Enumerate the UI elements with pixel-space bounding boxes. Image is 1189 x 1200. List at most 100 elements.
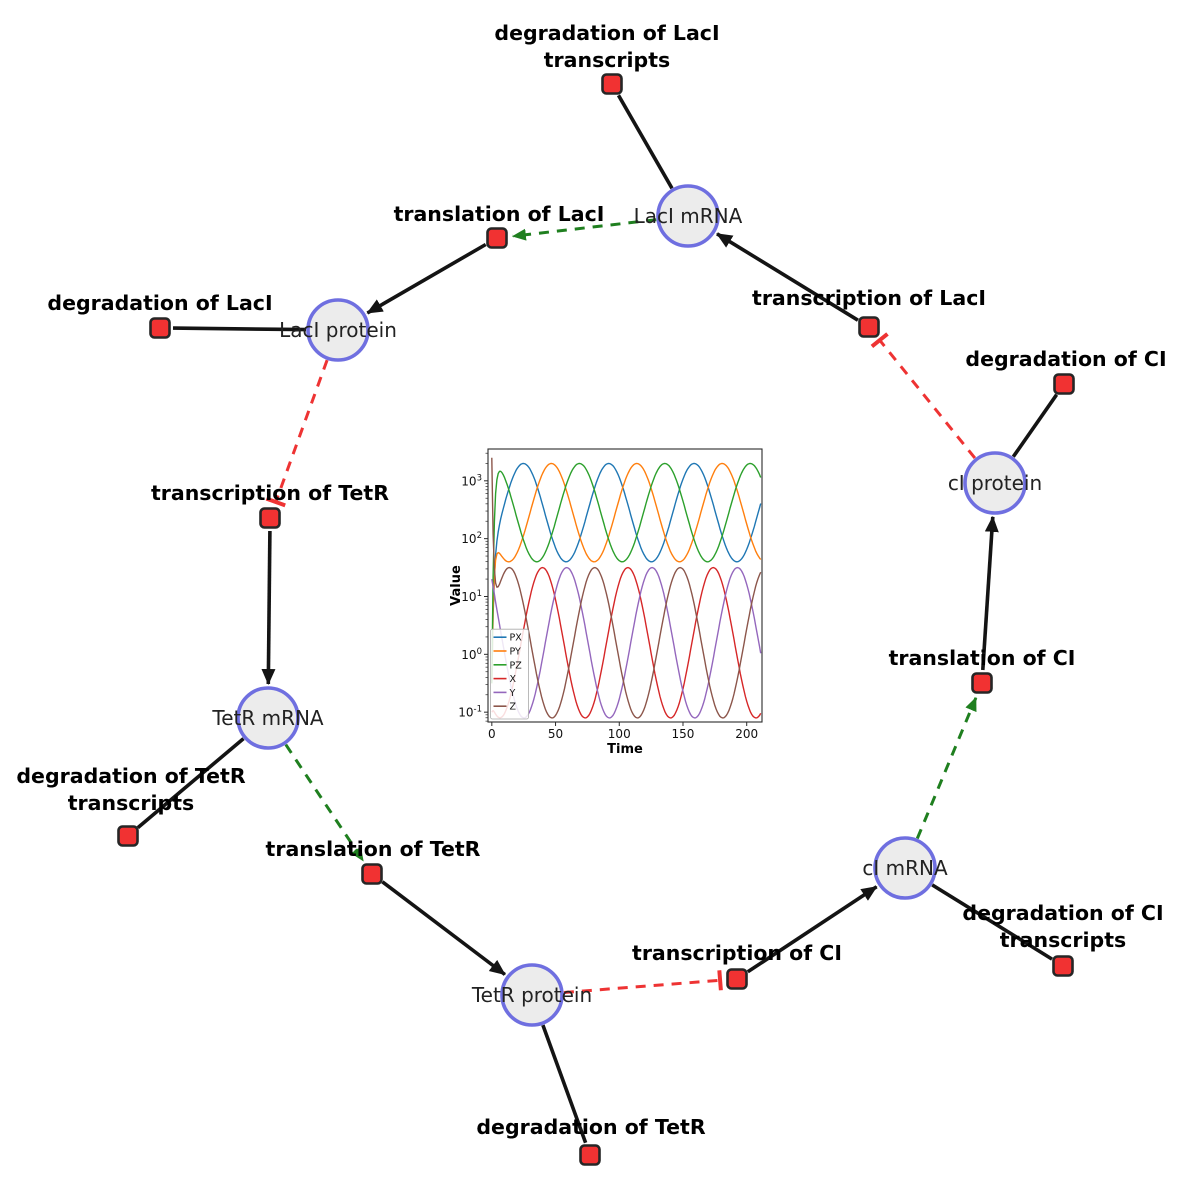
reaction-node-transl_tetr: translation of TetR [266, 837, 481, 885]
reaction-square-deg_tetr_tx [117, 825, 139, 847]
legend-label-Z: Z [510, 702, 517, 713]
chart-plot-area [488, 449, 762, 722]
species-circle-laci_mrna [656, 184, 720, 248]
reaction-label-transl_laci-line0: translation of LacI [394, 202, 605, 226]
series-line-PY [491, 462, 762, 684]
chart-x-ticklabel-3: 150 [672, 727, 695, 741]
chart-y-ticklabel-1: 102 [461, 531, 482, 546]
edge-consumption-laci_mrna-deg_laci_tx [616, 94, 674, 190]
species-circle-tetr_protein [500, 963, 564, 1027]
species-node-tetr_mrna: TetR mRNA [211, 686, 324, 750]
edge-modifier-tetr_mrna-transl_tetr [284, 743, 365, 862]
reaction-label-deg_laci_tx-line1: transcripts [544, 48, 671, 72]
nodes-layer: degradation of LacI transcripts translatio… [16, 21, 1167, 1166]
reaction-square-deg_ci_tx [1052, 955, 1074, 977]
reaction-square-transl_tetr [361, 863, 383, 885]
edge-production-transc_tetr-tetr_mrna [261, 530, 276, 685]
reaction-label-deg_laci_tx-line0: degradation of LacI [494, 21, 719, 45]
species-label-laci_mrna: LacI mRNA [634, 204, 743, 228]
edge-production-transc_ci-ci_mrna [746, 885, 878, 974]
reaction-square-deg_laci [149, 317, 171, 339]
series-line-PZ [491, 462, 762, 684]
reaction-square-transl_ci [971, 672, 993, 694]
reaction-square-transl_laci [486, 227, 508, 249]
species-node-ci_protein: cI protein [948, 451, 1042, 515]
species-node-tetr_protein: TetR protein [471, 963, 592, 1027]
species-node-ci_mrna: cI mRNA [862, 836, 948, 900]
species-circle-laci_protein [306, 298, 370, 362]
reaction-square-deg_ci [1053, 373, 1075, 395]
y-axis-label: Value [449, 565, 464, 606]
edge-consumption-ci_mrna-deg_ci_tx [931, 883, 1053, 961]
species-label-tetr_mrna: TetR mRNA [211, 706, 324, 730]
species-label-ci_mrna: cI mRNA [862, 856, 948, 880]
reaction-node-transl_ci: translation of CI [889, 646, 1075, 694]
edge-production-transl_tetr-tetr_protein [381, 880, 506, 976]
series-line-Y [491, 566, 762, 719]
reaction-square-transc_laci [858, 316, 880, 338]
edge-consumption-tetr_mrna-deg_tetr_tx [136, 737, 245, 829]
chart-x-ticklabel-2: 100 [608, 727, 631, 741]
reaction-square-transc_ci [726, 968, 748, 990]
species-circle-ci_protein [963, 451, 1027, 515]
reaction-node-transc_ci: transcription of CI [632, 941, 842, 990]
edge-modifier-laci_mrna-transl_laci [511, 218, 657, 241]
legend-label-Y: Y [509, 688, 516, 699]
reaction-label-deg_laci-line0: degradation of LacI [47, 291, 272, 315]
species-node-laci_protein: LacI protein [279, 298, 397, 362]
series-line-PX [491, 462, 762, 684]
species-label-laci_protein: LacI protein [279, 318, 397, 342]
reaction-label-deg_ci_tx-line0: degradation of CI [962, 901, 1163, 925]
reaction-label-deg_ci_tx-line1: transcripts [1000, 928, 1127, 952]
chart-x-ticklabel-1: 50 [548, 727, 563, 741]
x-axis-label: Time [607, 742, 643, 757]
reaction-node-transc_laci: transcription of LacI [752, 286, 986, 338]
chart-y-ticklabel-2: 101 [461, 589, 482, 604]
chart-frame [487, 448, 763, 723]
reaction-node-deg_laci: degradation of LacI [47, 291, 273, 339]
edge-production-transc_laci-laci_mrna [716, 232, 859, 322]
series-line-Z [491, 457, 762, 719]
edge-consumption-tetr_protein-deg_tetr [541, 1024, 588, 1144]
edge-consumption-ci_protein-deg_ci [1011, 393, 1059, 458]
species-circle-ci_mrna [873, 836, 937, 900]
species-node-laci_mrna: LacI mRNA [634, 184, 743, 248]
reaction-label-deg_tetr_tx-line1: transcripts [68, 791, 195, 815]
chart-x-ticklabel-0: 0 [488, 727, 496, 741]
reaction-node-deg_ci: degradation of CI [965, 347, 1167, 395]
legend-label-X: X [510, 674, 517, 685]
reaction-label-transl_tetr-line0: translation of TetR [266, 837, 481, 861]
edge-consumption-laci_protein-deg_laci [172, 326, 307, 332]
reaction-label-deg_tetr_tx-line0: degradation of TetR [16, 764, 245, 788]
chart-y-ticklabel-4: 10-1 [458, 705, 482, 720]
chart-y-ticklabel-3: 100 [461, 647, 482, 662]
reaction-square-transc_tetr [259, 507, 281, 529]
species-circle-tetr_mrna [236, 686, 300, 750]
edge-production-transl_laci-laci_protein [366, 242, 487, 315]
species-label-tetr_protein: TetR protein [471, 983, 592, 1007]
legend-label-PY: PY [510, 647, 522, 658]
series-line-X [491, 566, 762, 719]
reaction-label-deg_tetr-line0: degradation of TetR [476, 1115, 705, 1139]
reaction-node-deg_ci_tx: degradation of CI transcripts [962, 901, 1164, 977]
legend-label-PZ: PZ [510, 660, 523, 671]
reaction-label-deg_ci-line0: degradation of CI [965, 347, 1166, 371]
reaction-label-transc_laci-line0: transcription of LacI [752, 286, 986, 310]
reaction-square-deg_laci_tx [601, 73, 623, 95]
reaction-node-transl_laci: translation of LacI [394, 202, 605, 249]
edge-production-transl_ci-ci_protein [981, 515, 999, 671]
edge-inhibition-ci_protein-transc_laci [870, 332, 977, 460]
reaction-label-transc_ci-line0: transcription of CI [632, 941, 842, 965]
chart-y-ticklabel-0: 103 [461, 473, 482, 488]
edge-modifier-ci_mrna-transl_ci [915, 696, 978, 840]
reaction-label-transc_tetr-line0: transcription of TetR [151, 481, 389, 505]
edges-layer [136, 94, 1059, 1144]
species-label-ci_protein: cI protein [948, 471, 1042, 495]
reaction-node-deg_laci_tx: degradation of LacI transcripts [494, 21, 720, 95]
reaction-node-transc_tetr: transcription of TetR [151, 481, 389, 529]
reaction-node-deg_tetr_tx: degradation of TetR transcripts [16, 764, 246, 847]
